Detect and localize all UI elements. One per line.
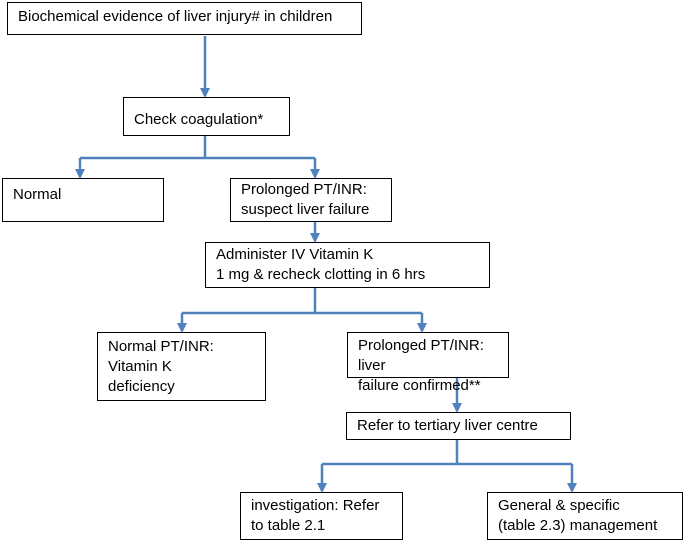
connector-refer-split bbox=[322, 440, 572, 466]
node-refer-tertiary: Refer to tertiary liver centre bbox=[346, 412, 571, 440]
node-vitamin-k-deficiency: Normal PT/INR: Vitamin K deficiency bbox=[97, 332, 266, 401]
node-normal: Normal bbox=[2, 178, 164, 222]
node-management: General & specific (table 2.3) managemen… bbox=[487, 492, 683, 540]
node-investigation: investigation: Refer to table 2.1 bbox=[240, 492, 403, 540]
node-check-coagulation: Check coagulation* bbox=[123, 97, 290, 136]
node-prolonged-suspect: Prolonged PT/INR: suspect liver failure bbox=[230, 178, 392, 222]
connector-check-split bbox=[80, 136, 315, 160]
node-failure-confirmed: Prolonged PT/INR: liver failure confirme… bbox=[347, 332, 509, 394]
connector-vitk-split bbox=[182, 288, 422, 315]
node-evidence: Biochemical evidence of liver injury# in… bbox=[7, 2, 362, 35]
node-vitamin-k: Administer IV Vitamin K 1 mg & recheck c… bbox=[205, 242, 490, 288]
